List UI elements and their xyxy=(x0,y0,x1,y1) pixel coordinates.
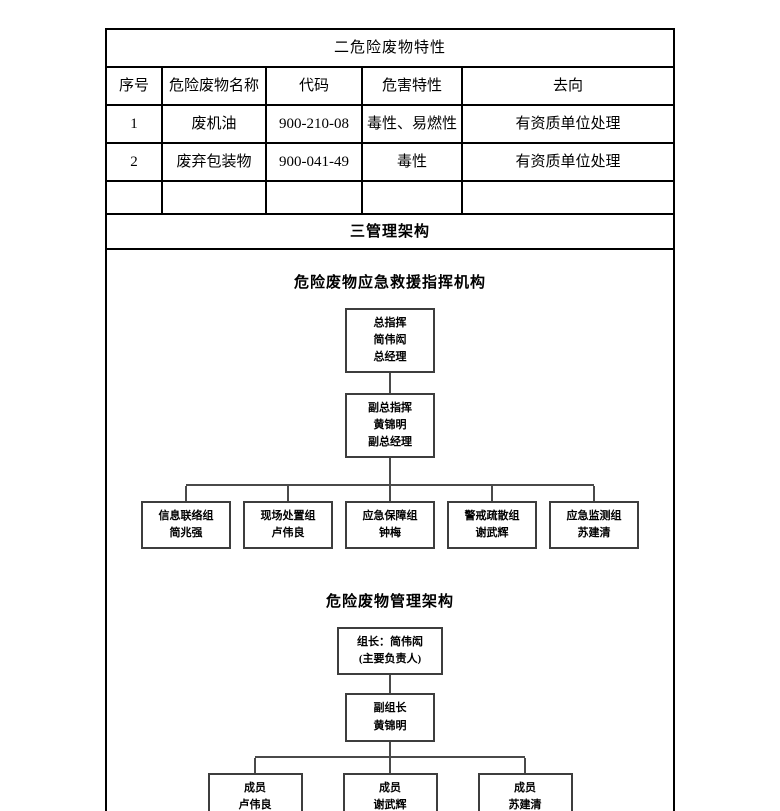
cell-destination: 有资质单位处理 xyxy=(460,142,676,182)
member-name: 卢伟良 xyxy=(238,798,272,811)
group-label: 应急监测组 xyxy=(566,510,622,523)
connector-line xyxy=(255,755,526,758)
commander-name: 简伟闳 xyxy=(373,334,407,347)
group-member: 简兆强 xyxy=(169,527,203,540)
member-label: 成员 xyxy=(244,781,267,794)
table-row: 2 废弃包装物 900-041-49 毒性 有资质单位处理 xyxy=(105,142,676,182)
cell-index xyxy=(105,180,163,215)
group-label: 信息联络组 xyxy=(158,510,214,523)
connector-line xyxy=(389,675,392,694)
connector-line xyxy=(389,757,392,773)
leader-note: (主要负责人) xyxy=(358,653,422,666)
org-box-member: 成员 谢武辉 xyxy=(342,772,438,811)
org-node: 信息联络组 简兆强 xyxy=(141,486,232,550)
group-member: 卢伟良 xyxy=(271,527,305,540)
deputy-name: 黄锦明 xyxy=(373,419,407,432)
group-member: 钟梅 xyxy=(379,527,402,540)
org-node: 现场处置组 卢伟良 xyxy=(243,486,334,550)
management-chart-title: 危险废物管理架构 xyxy=(326,594,455,611)
cell-destination: 有资质单位处理 xyxy=(460,104,676,144)
table-title: 二危险废物特性 xyxy=(104,28,676,68)
org-box-group-onsite: 现场处置组 卢伟良 xyxy=(243,501,334,550)
connector-line xyxy=(389,373,392,394)
org-box-group-support: 应急保障组 钟梅 xyxy=(345,501,436,550)
org-box-group-evacuation: 警戒疏散组 谢武辉 xyxy=(447,501,538,550)
emergency-org-chart: 危险废物应急救援指挥机构 总指挥 简伟闳 总经理 副总指挥 黄锦明 副总经理 xyxy=(108,274,672,550)
table-row: 1 废机油 900-210-08 毒性、易燃性 有资质单位处理 xyxy=(105,104,676,144)
org-box-group-monitoring: 应急监测组 苏建清 xyxy=(549,501,640,550)
org-box-leader: 组长：简伟闳 (主要负责人) xyxy=(337,627,444,676)
emergency-chart-title: 危险废物应急救援指挥机构 xyxy=(294,275,487,291)
cell-waste-name xyxy=(161,180,267,215)
org-box-commander: 总指挥 简伟闳 总经理 xyxy=(345,308,436,374)
cell-waste-name: 废弃包装物 xyxy=(161,142,267,182)
table-title-row: 二危险废物特性 xyxy=(104,28,676,68)
deputy-role: 副总指挥 xyxy=(368,402,413,415)
org-node: 应急监测组 苏建清 xyxy=(549,486,640,550)
table-header-row: 序号 危险废物名称 代码 危害特性 去向 xyxy=(105,66,676,106)
org-node: 成员 苏建清 xyxy=(477,757,573,811)
connector-line xyxy=(186,484,595,487)
org-box-member: 成员 卢伟良 xyxy=(207,772,303,811)
group-label: 应急保障组 xyxy=(362,510,418,523)
cell-hazard xyxy=(361,180,463,215)
org-node: 应急保障组 钟梅 xyxy=(345,486,436,550)
hazardous-waste-table: 二危险废物特性 序号 危险废物名称 代码 危害特性 去向 1 废机油 900-2… xyxy=(104,28,676,811)
org-charts-row: 危险废物应急救援指挥机构 总指挥 简伟闳 总经理 副总指挥 黄锦明 副总经理 xyxy=(104,248,676,811)
column-header-hazard: 危害特性 xyxy=(361,66,463,106)
deputy-position: 副总经理 xyxy=(368,436,413,449)
commander-role: 总指挥 xyxy=(373,317,407,329)
connector-line xyxy=(287,486,290,502)
cell-code: 900-041-49 xyxy=(265,142,363,182)
management-members-row: 成员 卢伟良 成员 谢武辉 xyxy=(207,757,573,811)
group-member: 谢武辉 xyxy=(475,527,509,540)
management-org-chart: 危险废物管理架构 组长：简伟闳 (主要负责人) 副组长 黄锦明 xyxy=(108,593,672,811)
cell-code xyxy=(265,180,363,215)
group-member: 苏建清 xyxy=(577,527,611,540)
cell-index: 1 xyxy=(105,104,163,144)
column-header-waste-name: 危险废物名称 xyxy=(161,66,267,106)
column-header-code: 代码 xyxy=(265,66,363,106)
group-label: 现场处置组 xyxy=(260,510,316,523)
connector-line xyxy=(593,486,596,502)
connector-line xyxy=(389,741,392,756)
member-label: 成员 xyxy=(514,781,537,794)
connector-line xyxy=(389,486,392,502)
deputy-leader-role: 副组长 xyxy=(373,702,407,715)
org-node: 成员 谢武辉 xyxy=(342,757,438,811)
section-title: 三管理架构 xyxy=(104,213,676,250)
section-title-row: 三管理架构 xyxy=(104,213,676,250)
connector-line xyxy=(185,486,188,502)
cell-hazard: 毒性 xyxy=(361,142,463,182)
cell-hazard: 毒性、易燃性 xyxy=(361,104,463,144)
member-name: 谢武辉 xyxy=(373,798,407,811)
cell-code: 900-210-08 xyxy=(265,104,363,144)
connector-line xyxy=(389,458,392,485)
org-node: 成员 卢伟良 xyxy=(207,757,303,811)
column-header-destination: 去向 xyxy=(460,66,676,106)
org-box-member: 成员 苏建清 xyxy=(477,772,573,811)
table-row-empty xyxy=(105,180,676,215)
org-box-deputy-commander: 副总指挥 黄锦明 副总经理 xyxy=(345,393,436,459)
connector-line xyxy=(254,757,257,773)
commander-position: 总经理 xyxy=(373,351,407,364)
emergency-groups-row: 信息联络组 简兆强 现场处置组 卢伟良 xyxy=(141,486,640,550)
group-label: 警戒疏散组 xyxy=(464,510,520,523)
connector-line xyxy=(524,757,527,773)
org-node: 警戒疏散组 谢武辉 xyxy=(447,486,538,550)
connector-line xyxy=(491,486,494,502)
member-label: 成员 xyxy=(379,781,402,794)
leader-title: 组长：简伟闳 xyxy=(357,636,424,649)
cell-waste-name: 废机油 xyxy=(161,104,267,144)
member-name: 苏建清 xyxy=(508,798,542,811)
deputy-leader-name: 黄锦明 xyxy=(373,719,407,732)
cell-index: 2 xyxy=(105,142,163,182)
org-charts-cell: 危险废物应急救援指挥机构 总指挥 简伟闳 总经理 副总指挥 黄锦明 副总经理 xyxy=(104,248,676,811)
org-box-group-info: 信息联络组 简兆强 xyxy=(141,501,232,550)
cell-destination xyxy=(460,180,676,215)
column-header-index: 序号 xyxy=(105,66,163,106)
org-box-deputy-leader: 副组长 黄锦明 xyxy=(345,693,436,742)
